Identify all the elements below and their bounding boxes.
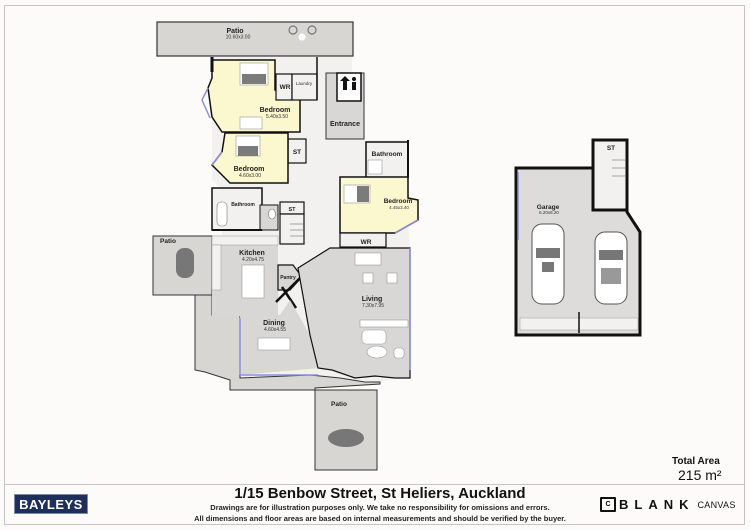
svg-text:Bathroom: Bathroom xyxy=(372,151,403,158)
room-patio-west: Patio xyxy=(152,235,213,296)
svg-text:Kitchen: Kitchen xyxy=(239,250,265,257)
svg-text:Bathroom: Bathroom xyxy=(231,202,255,208)
room-living: Living 7.30x7.95 xyxy=(297,247,411,379)
svg-text:ST: ST xyxy=(607,145,615,152)
svg-text:ST: ST xyxy=(288,207,296,213)
svg-text:Laundry: Laundry xyxy=(296,81,313,86)
room-laundry: Laundry xyxy=(291,73,318,101)
room-kitchen: Kitchen 4.20x4.75 xyxy=(211,235,279,316)
svg-text:10.60x3.00: 10.60x3.00 xyxy=(226,35,251,41)
room-wr-east: WR xyxy=(339,232,387,248)
room-entrance: Entrance xyxy=(325,72,365,140)
room-bedroom-2: Bedroom 4.60x3.00 xyxy=(211,132,289,184)
room-bathroom-east: Bathroom xyxy=(365,141,409,179)
room-bathroom-west: Bathroom xyxy=(211,187,279,231)
svg-text:Patio: Patio xyxy=(160,238,176,245)
room-dining: Dining 4.60x4.55 xyxy=(240,300,320,375)
blank-canvas-logo: C BLANK CANVAS xyxy=(600,497,736,512)
svg-text:Bedroom: Bedroom xyxy=(234,166,265,173)
room-pantry: Pantry xyxy=(275,264,303,309)
room-patio-top: Patio 10.60x3.00 xyxy=(156,21,354,57)
room-patio-south: Patio xyxy=(314,389,378,471)
floor-plan: Patio 10.60x3.00 Bedroom 5.40x3.50 WR La… xyxy=(152,21,642,471)
footer xyxy=(4,484,745,526)
svg-text:6.20x8.20: 6.20x8.20 xyxy=(539,210,559,215)
svg-text:Pantry: Pantry xyxy=(280,275,296,281)
camera-icon: C xyxy=(600,497,616,512)
disclaimer-line-2: All dimensions and floor areas are based… xyxy=(194,514,566,523)
svg-text:Living: Living xyxy=(362,296,383,303)
svg-text:Entrance: Entrance xyxy=(330,121,360,128)
svg-text:WR: WR xyxy=(280,84,291,91)
room-bedroom-1: Bedroom 5.40x3.50 xyxy=(207,59,301,133)
svg-text:Bedroom: Bedroom xyxy=(260,107,291,114)
svg-text:4.60x4.55: 4.60x4.55 xyxy=(264,327,286,333)
total-area: Total Area 215 m² xyxy=(672,456,722,483)
canvas-wordmark: CANVAS xyxy=(697,499,736,510)
disclaimer-line-1: Drawings are for illustration purposes o… xyxy=(210,503,550,512)
room-st-2: ST xyxy=(279,201,305,245)
svg-text:Patio: Patio xyxy=(331,401,347,408)
room-wr-top: WR xyxy=(275,73,293,101)
svg-text:4.20x4.75: 4.20x4.75 xyxy=(242,257,264,263)
total-area-label: Total Area xyxy=(672,456,720,467)
svg-text:5.40x3.50: 5.40x3.50 xyxy=(266,114,288,120)
blank-wordmark: BLANK xyxy=(619,497,695,512)
svg-text:Bedroom: Bedroom xyxy=(384,198,413,205)
svg-text:ST: ST xyxy=(293,149,301,156)
page-frame xyxy=(4,5,745,525)
total-area-value: 215 m² xyxy=(678,467,722,483)
svg-text:Dining: Dining xyxy=(263,320,285,327)
room-garage: ST Garage 6.20x8.20 xyxy=(514,138,642,337)
svg-text:4.45x3.40: 4.45x3.40 xyxy=(389,205,409,210)
svg-text:Garage: Garage xyxy=(537,204,560,211)
room-bedroom-3: Bedroom 4.45x3.40 xyxy=(339,176,419,234)
bayleys-logo: BAYLEYS xyxy=(14,494,88,514)
room-st-1: ST xyxy=(287,138,307,164)
svg-text:7.30x7.95: 7.30x7.95 xyxy=(362,303,384,309)
property-address: 1/15 Benbow Street, St Heliers, Auckland xyxy=(234,485,526,502)
svg-text:Patio: Patio xyxy=(226,28,243,35)
svg-text:WR: WR xyxy=(361,239,372,246)
svg-text:4.60x3.00: 4.60x3.00 xyxy=(239,173,261,179)
